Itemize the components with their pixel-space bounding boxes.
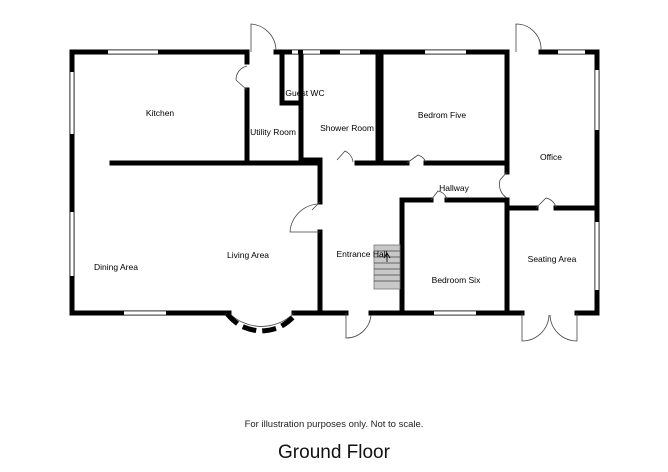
room-label-kitchen: Kitchen — [146, 108, 175, 118]
room-label-bedroom-five: Bedrom Five — [418, 110, 466, 120]
doors — [235, 23, 578, 342]
room-label-dining-area: Dining Area — [94, 262, 138, 272]
room-label-seating-area: Seating Area — [528, 254, 577, 264]
room-labels: Kitchen Utility Room Guest WC Shower Roo… — [94, 88, 577, 285]
walls — [69, 49, 600, 316]
room-label-bedroom-six: Bedroom Six — [432, 275, 481, 285]
room-label-office: Office — [540, 152, 562, 162]
bay-window — [225, 312, 298, 334]
room-label-entrance-hall: Entrance Hall — [336, 249, 387, 259]
disclaimer-note: For illustration purposes only. Not to s… — [244, 419, 424, 430]
room-label-living-area: Living Area — [227, 250, 269, 260]
floor-title: Ground Floor — [278, 442, 390, 463]
room-label-shower-room: Shower Room — [320, 123, 374, 133]
room-label-hallway: Hallway — [439, 183, 470, 193]
staircase — [373, 244, 401, 290]
room-label-utility-room: Utility Room — [250, 127, 296, 137]
windows — [70, 50, 599, 315]
room-label-guest-wc: Guest WC — [285, 88, 324, 98]
